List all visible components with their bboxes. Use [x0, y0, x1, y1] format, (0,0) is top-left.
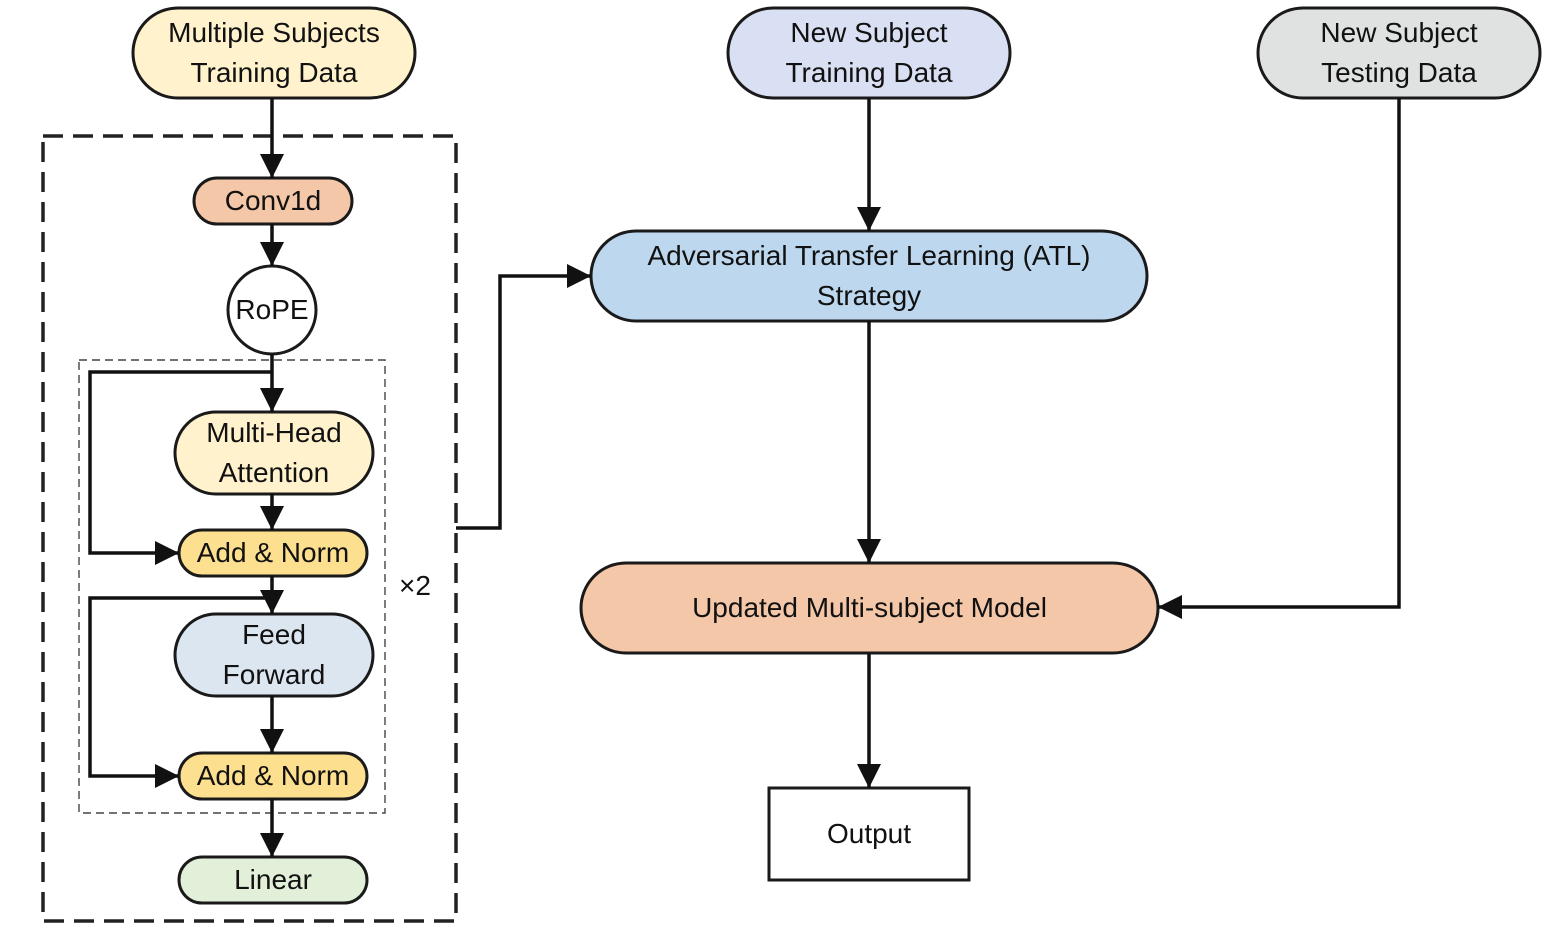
conv1d-node: [192, 176, 354, 226]
rope-node: [226, 264, 318, 356]
add-norm-1-node: [177, 528, 369, 578]
edge-residual-1: [88, 370, 272, 565]
edge-residual-2: [88, 596, 272, 788]
new-subject-training-node: [726, 6, 1012, 100]
multi-subject-data-node: [131, 6, 417, 100]
linear-node: [177, 855, 369, 905]
atl-node: [589, 229, 1149, 323]
mha-node: [173, 410, 375, 496]
repeated-block-boundary: [78, 359, 386, 814]
edge-testing-to-model: [1158, 98, 1401, 619]
output-node: [767, 786, 971, 882]
edge-encoder-to-atl: [456, 264, 591, 530]
new-subject-testing-node: [1256, 6, 1542, 100]
add-norm-2-node: [177, 751, 369, 801]
updated-model-node: [579, 561, 1160, 655]
feed-forward-node: [173, 612, 375, 698]
